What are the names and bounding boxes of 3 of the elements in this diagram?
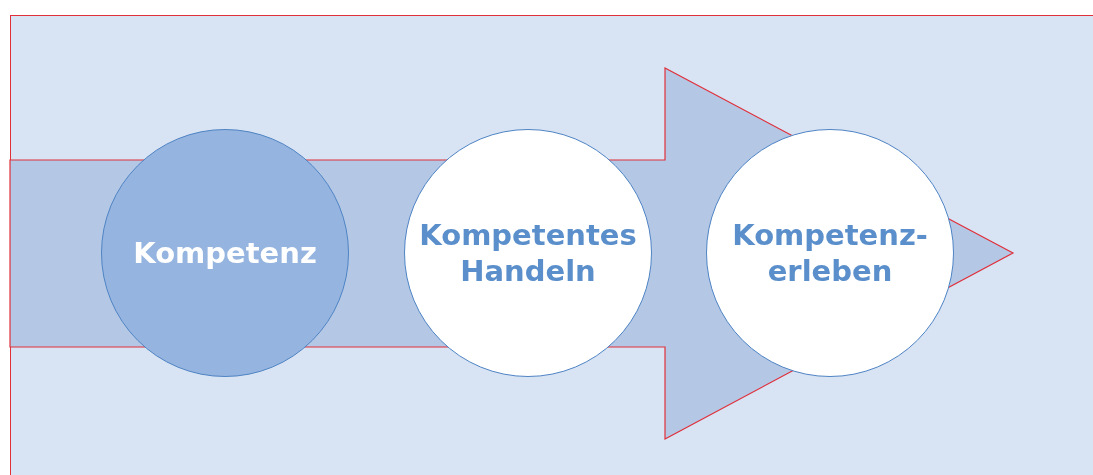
node-label: Kompetenz- erleben: [731, 216, 929, 290]
node-label: Kompetentes Handeln: [418, 216, 638, 290]
node-label: Kompetenz: [132, 234, 318, 272]
